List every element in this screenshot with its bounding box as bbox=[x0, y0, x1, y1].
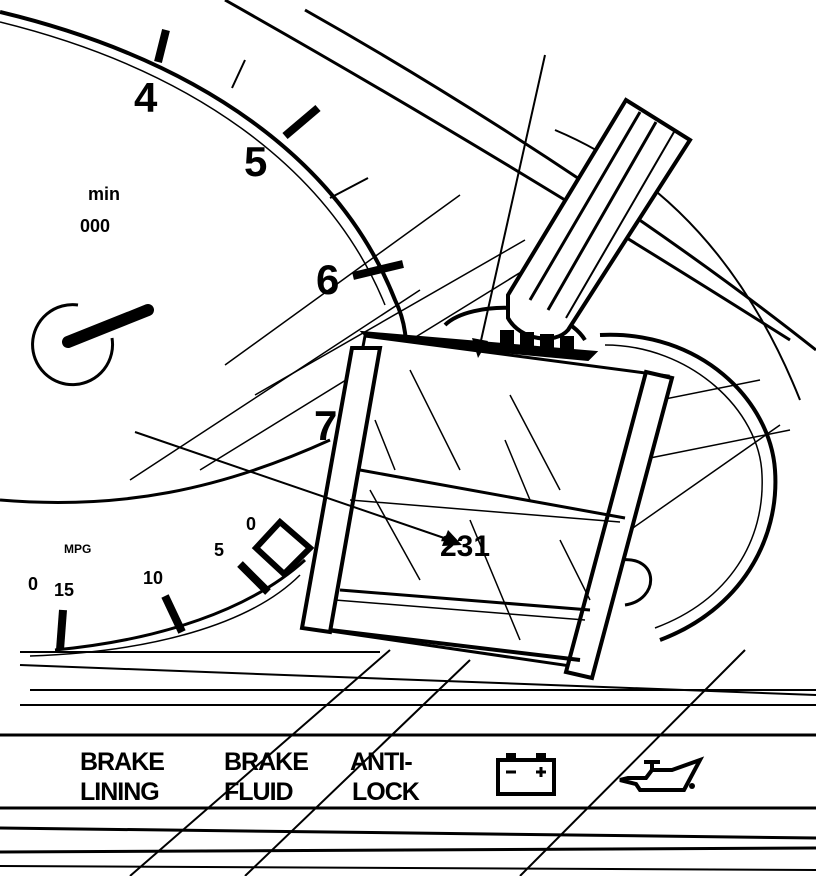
tachometer-dial: 4 5 6 7 min 000 bbox=[0, 10, 409, 449]
oil-can-icon bbox=[619, 756, 705, 792]
tick-6 bbox=[352, 260, 404, 280]
minor-tick bbox=[329, 177, 369, 199]
mpg-label-inner-0: 0 bbox=[246, 514, 256, 534]
brake-lining-line1: BRAKE bbox=[80, 748, 164, 776]
mpg-label-5: 5 bbox=[214, 540, 224, 560]
tach-numeral-6: 6 bbox=[316, 256, 339, 303]
mpg-zero-marker bbox=[251, 517, 315, 579]
tach-unit-top: min bbox=[88, 184, 120, 204]
brake-lining-line2: LINING bbox=[80, 778, 159, 806]
tick-4 bbox=[154, 29, 170, 63]
callout-arrows bbox=[134, 54, 546, 546]
tach-needle-hub bbox=[31, 303, 154, 387]
antilock-line2: LOCK bbox=[352, 778, 420, 806]
mpg-unit-label: MPG bbox=[64, 542, 91, 556]
brake-fluid-line2: FLUID bbox=[224, 778, 293, 806]
tach-numeral-5: 5 bbox=[244, 138, 267, 185]
tach-unit-bottom: 000 bbox=[80, 216, 110, 236]
mpg-gauge: MPG 0 15 10 5 0 bbox=[0, 438, 331, 657]
mpg-tick-10 bbox=[161, 594, 186, 634]
mpg-label-0: 0 bbox=[28, 574, 38, 594]
mpg-label-15: 15 bbox=[54, 580, 74, 600]
right-gauge-ring bbox=[443, 305, 778, 642]
battery-icon bbox=[496, 753, 556, 796]
lcd-module: 231 bbox=[299, 330, 675, 681]
lower-trim-lines bbox=[0, 649, 816, 877]
mpg-tick-5 bbox=[237, 561, 271, 595]
tach-numeral-4: 4 bbox=[134, 74, 158, 121]
antilock-line1: ANTI- bbox=[350, 748, 412, 776]
probe-tool bbox=[506, 97, 693, 341]
mpg-tick-15 bbox=[56, 609, 67, 651]
warning-lights-row: BRAKE LINING BRAKE FLUID ANTI- LOCK bbox=[80, 748, 705, 806]
mpg-label-10: 10 bbox=[143, 568, 163, 588]
tick-5 bbox=[282, 104, 321, 140]
minor-tick bbox=[231, 59, 246, 89]
brake-fluid-line1: BRAKE bbox=[224, 748, 308, 776]
tach-numeral-7: 7 bbox=[314, 402, 337, 449]
